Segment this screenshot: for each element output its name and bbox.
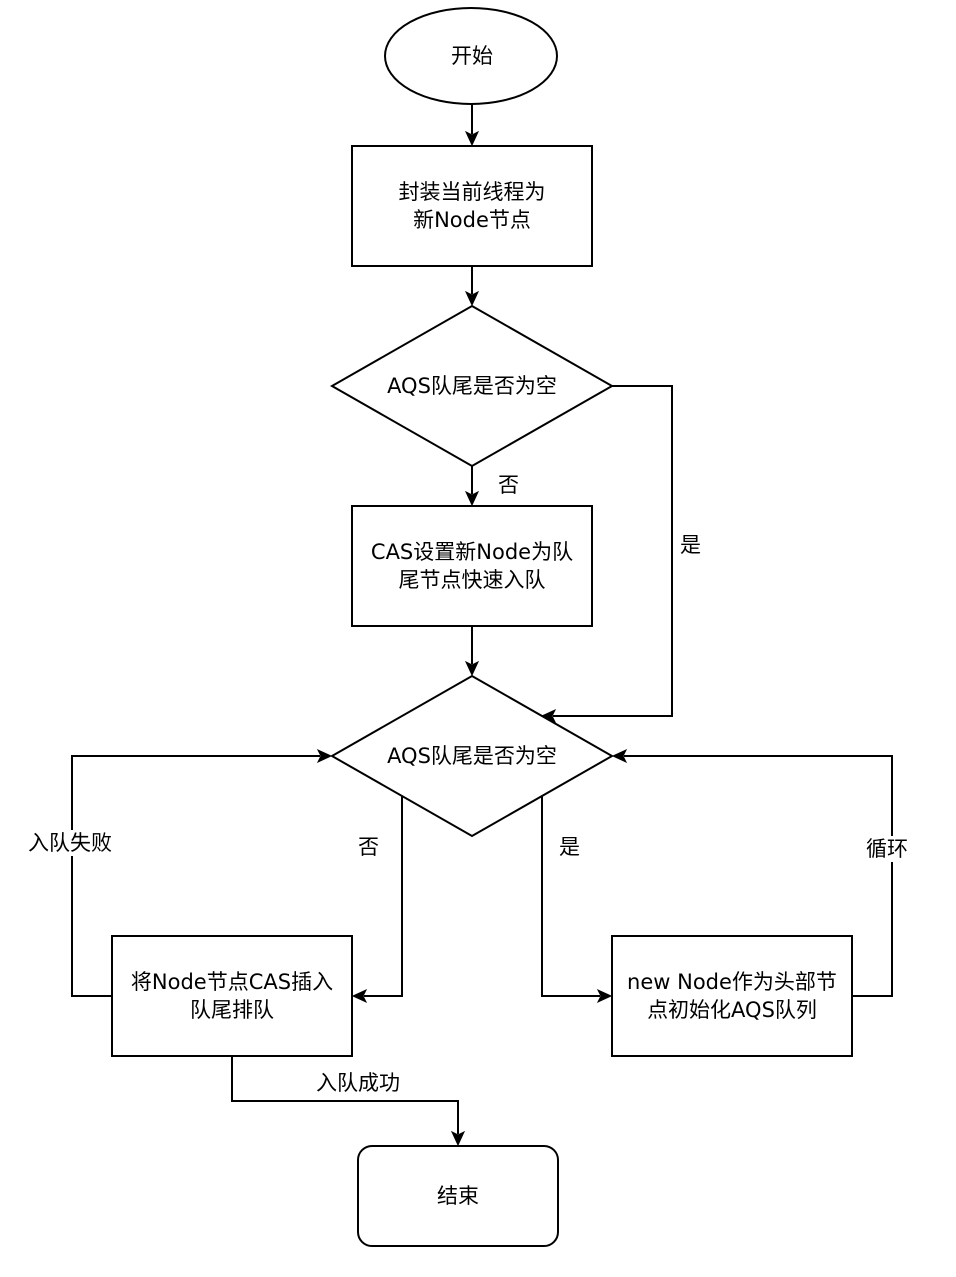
arrowhead xyxy=(464,660,480,677)
arrowhead xyxy=(596,988,613,1004)
cas-insert-label-line-1: 将Node节点CAS插入 xyxy=(130,970,334,994)
init-head-label: new Node作为头部节 点初始化AQS队列 xyxy=(612,936,852,1056)
start-node-label: 开始 xyxy=(451,44,493,68)
edge-check2-yes xyxy=(541,796,600,997)
check-tail-1-label: AQS队尾是否为空 xyxy=(387,374,557,398)
edge-label-no-1: 否 xyxy=(498,472,519,498)
edge-check1-yes xyxy=(553,385,673,717)
arrowhead xyxy=(540,708,557,724)
edge-loop xyxy=(624,755,893,997)
arrowhead xyxy=(351,988,368,1004)
edge-enqueue-fail xyxy=(71,755,320,997)
cas-set-tail-label-line-1: CAS设置新Node为队 xyxy=(370,540,574,564)
edge-label-loop: 循环 xyxy=(866,836,908,862)
end-node-label: 结束 xyxy=(437,1184,479,1208)
cas-insert-label: 将Node节点CAS插入 队尾排队 xyxy=(112,936,352,1056)
arrowhead xyxy=(464,290,480,307)
edge-label-enqueue-fail: 入队失败 xyxy=(28,830,112,856)
arrowhead xyxy=(316,748,333,764)
edge-check2-no xyxy=(364,796,403,997)
cas-set-tail-label-line-2: 尾节点快速入队 xyxy=(398,568,546,592)
edge-enqueue-success xyxy=(231,1056,459,1134)
edge-label-enqueue-success: 入队成功 xyxy=(316,1070,400,1096)
edge-label-yes-1: 是 xyxy=(680,532,701,558)
edge-label-no-2: 否 xyxy=(358,834,379,860)
arrowhead xyxy=(611,748,628,764)
cas-set-tail-label: CAS设置新Node为队 尾节点快速入队 xyxy=(352,506,592,626)
arrowhead xyxy=(450,1130,466,1147)
arrowhead xyxy=(464,130,480,147)
wrap-node-shape xyxy=(351,145,593,267)
wrap-node-label: 封装当前线程为 新Node节点 xyxy=(352,146,592,266)
cas-insert-label-line-2: 队尾排队 xyxy=(190,998,274,1022)
check-tail-2-label: AQS队尾是否为空 xyxy=(387,744,557,768)
arrowhead xyxy=(464,490,480,507)
init-head-label-line-2: 点初始化AQS队列 xyxy=(647,998,817,1022)
wrap-node-label-line-2: 新Node节点 xyxy=(413,208,531,232)
wrap-node-label-line-1: 封装当前线程为 xyxy=(398,180,546,204)
init-head-label-line-1: new Node作为头部节 xyxy=(627,970,837,994)
edge-label-yes-2: 是 xyxy=(559,834,580,860)
